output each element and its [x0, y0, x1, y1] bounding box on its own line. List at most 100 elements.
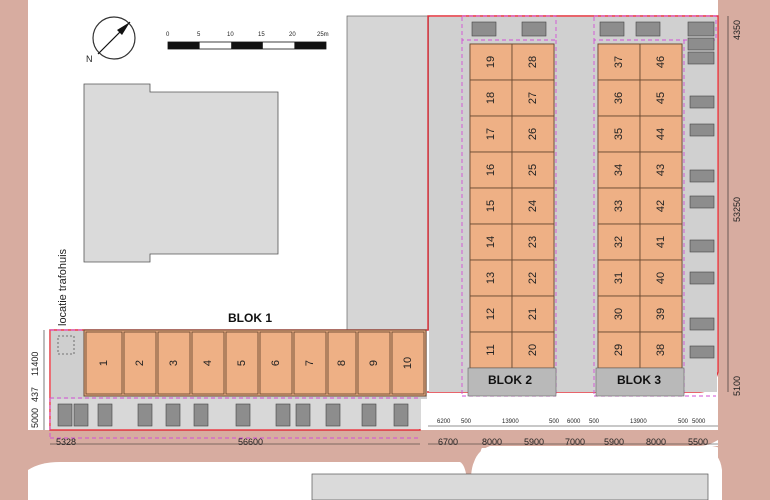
unit-number: 36	[613, 92, 625, 104]
unit-number: 42	[655, 200, 667, 212]
unit-cell	[597, 187, 641, 225]
parking-right	[689, 95, 715, 359]
dim-l-6700: 6700	[438, 437, 458, 447]
unit-number: 25	[527, 164, 539, 176]
unit-number: 23	[527, 236, 539, 248]
unit-cell	[511, 79, 555, 117]
unit-cell	[469, 331, 513, 369]
unit-cell	[191, 331, 225, 395]
unit-number: 18	[485, 92, 497, 104]
dim-right-5100: 5100	[732, 376, 742, 396]
unit-number: 7	[304, 360, 316, 366]
unit-cell	[469, 43, 513, 81]
unit-number: 3	[168, 360, 180, 366]
unit-cell	[511, 187, 555, 225]
unit-cell	[597, 223, 641, 261]
paving-strip	[346, 15, 430, 331]
unit-number: 38	[655, 344, 667, 356]
unit-cell	[157, 331, 191, 395]
unit-number: 28	[527, 56, 539, 68]
unit-number: 31	[613, 272, 625, 284]
trafohuis-box	[57, 335, 75, 355]
unit-cell	[597, 259, 641, 297]
dim-l-5900a: 5900	[524, 437, 544, 447]
blok2-label: BLOK 2	[488, 373, 532, 387]
blok3-label: BLOK 3	[617, 373, 661, 387]
unit-cell	[639, 259, 683, 297]
unit-cell	[639, 115, 683, 153]
unit-number: 15	[485, 200, 497, 212]
unit-number: 4	[202, 360, 214, 366]
unit-number: 19	[485, 56, 497, 68]
unit-number: 43	[655, 164, 667, 176]
unit-number: 29	[613, 344, 625, 356]
unit-number: 6	[270, 360, 282, 366]
dim-s-500c: 500	[589, 419, 600, 425]
dim-left-5000: 5000	[30, 408, 40, 428]
unit-cell	[597, 331, 641, 369]
north-label: N	[86, 54, 93, 64]
existing-building	[83, 83, 279, 263]
dim-s-500a: 500	[461, 419, 472, 425]
dim-l-8000a: 8000	[482, 437, 502, 447]
unit-number: 9	[368, 360, 380, 366]
unit-number: 41	[655, 236, 667, 248]
dim-left-11400: 11400	[30, 352, 40, 376]
blok1-label: BLOK 1	[228, 311, 272, 325]
north-arrow-icon: N	[86, 16, 136, 64]
unit-number: 35	[613, 128, 625, 140]
dims-left: 5000 437 11400	[30, 330, 45, 430]
scale-tick-15: 15	[258, 32, 265, 38]
parking-bottom	[57, 403, 409, 427]
unit-cell	[327, 331, 357, 395]
unit-cell	[511, 115, 555, 153]
dim-right-4350: 4350	[732, 20, 742, 40]
dim-s-500b: 500	[549, 419, 560, 425]
unit-cell	[597, 295, 641, 333]
dim-bottom-5328: 5328	[56, 437, 76, 447]
unit-cell	[511, 259, 555, 297]
trafohuis-label: locatie trafohuis	[57, 248, 69, 326]
unit-cell	[225, 331, 259, 395]
unit-number: 37	[613, 56, 625, 68]
unit-number: 24	[527, 200, 539, 212]
scale-bar: 0 5 10 15 20 25m	[166, 32, 329, 50]
dim-left-437: 437	[30, 387, 40, 402]
scale-tick-5: 5	[197, 32, 201, 38]
unit-number: 20	[527, 344, 539, 356]
dim-right-53250: 53250	[732, 197, 742, 222]
unit-number: 46	[655, 56, 667, 68]
unit-number: 17	[485, 128, 497, 140]
unit-cell	[469, 79, 513, 117]
dims-bottom: 5328 56600 6200 500 13900 500 6000 500 1…	[50, 419, 718, 447]
unit-number: 26	[527, 128, 539, 140]
blok2-base	[467, 367, 557, 397]
unit-number: 21	[527, 308, 539, 320]
unit-cell	[639, 295, 683, 333]
scale-tick-0: 0	[166, 32, 170, 38]
dim-l-5500: 5500	[688, 437, 708, 447]
dim-s-6000: 6000	[567, 419, 581, 425]
unit-number: 34	[613, 164, 625, 176]
unit-cell	[469, 187, 513, 225]
unit-cell	[597, 79, 641, 117]
blok3-base	[595, 367, 685, 397]
existing-building-south	[311, 473, 709, 500]
dim-l-8000b: 8000	[646, 437, 666, 447]
unit-cell	[85, 331, 123, 395]
unit-cell	[511, 331, 555, 369]
unit-cell	[469, 115, 513, 153]
unit-number: 33	[613, 200, 625, 212]
unit-cell	[597, 151, 641, 189]
unit-number: 30	[613, 308, 625, 320]
dim-s-13900b: 13900	[630, 419, 647, 425]
unit-number: 16	[485, 164, 497, 176]
dim-s-500d: 500	[678, 419, 689, 425]
unit-cell	[293, 331, 327, 395]
unit-number: 1	[98, 360, 110, 366]
unit-cell	[123, 331, 157, 395]
unit-cell	[357, 331, 391, 395]
